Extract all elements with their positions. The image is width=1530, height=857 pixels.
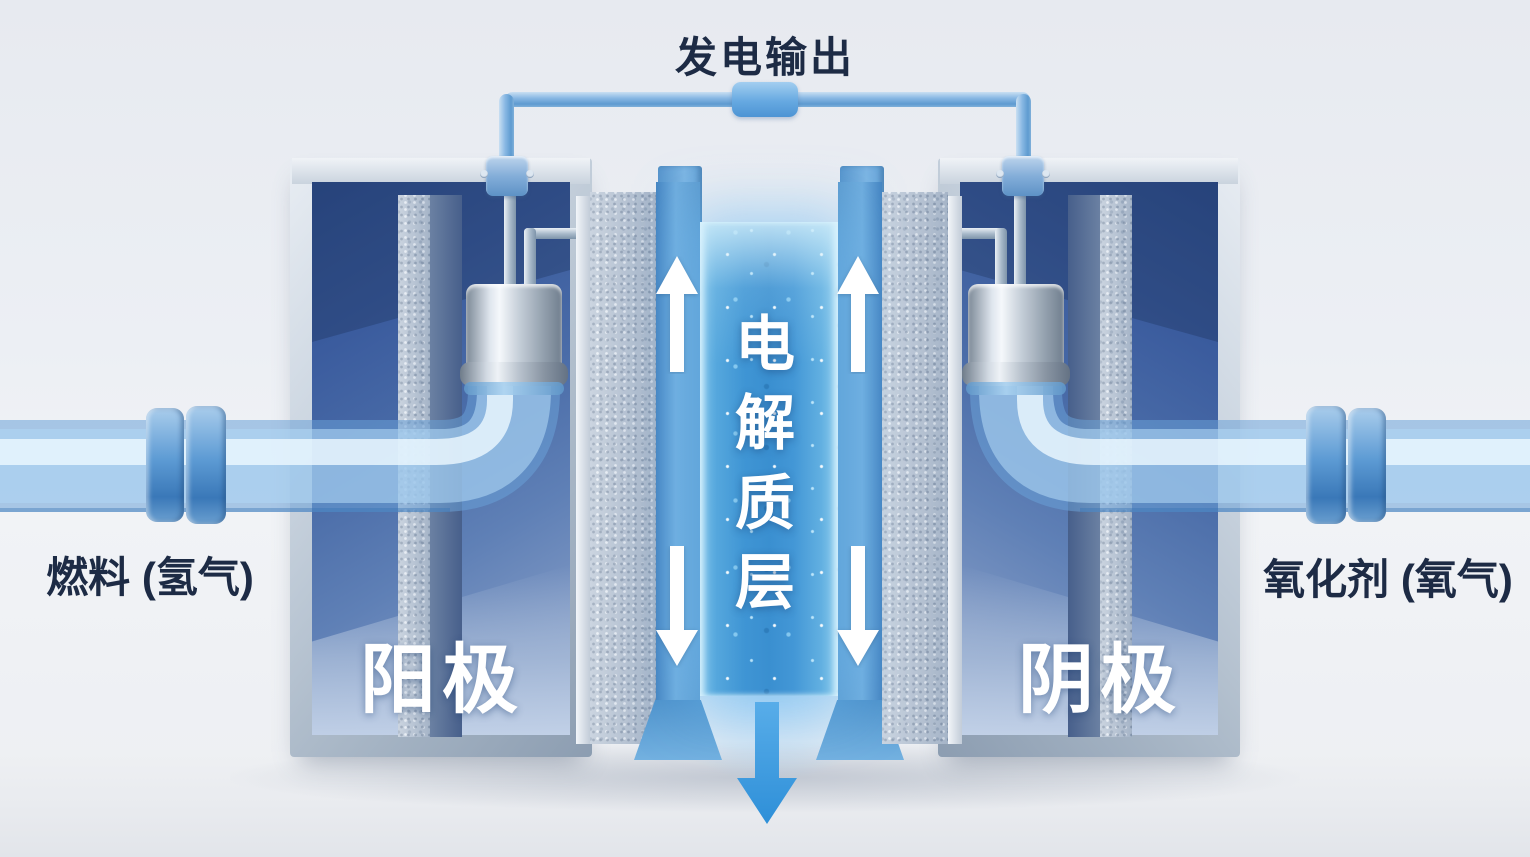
anode-branch-tube-horizontal	[524, 228, 590, 239]
anode-clamp-screw-left	[480, 170, 488, 178]
electrolyte-layer-label: 电 解 质 层	[722, 314, 808, 614]
electrolyte-char-4: 层	[735, 548, 795, 616]
electrolyte-char-2: 解	[735, 390, 795, 458]
anode-collector-tube	[504, 166, 516, 292]
electrolyte-char-3: 质	[735, 469, 795, 537]
anode-chamber-top-face	[292, 158, 590, 184]
fuel-hydrogen-label: 燃料 (氢气)	[46, 554, 254, 601]
cathode-gas-diffusion-layer	[882, 192, 948, 744]
oxidant-pipe-flange-ring-2	[1348, 408, 1386, 522]
anode-label: 阳极	[360, 638, 524, 723]
fuel-inlet-pipe	[0, 372, 560, 512]
electrolyte-char-1: 电	[735, 311, 795, 378]
ion-flow-up-arrow-left	[656, 256, 698, 372]
electrolyte-layer	[700, 222, 838, 696]
cathode-manifold-cylinder	[968, 284, 1064, 376]
anode-branch-tube-vertical	[524, 228, 536, 290]
anode-gas-diffusion-layer	[590, 192, 656, 744]
ion-flow-up-arrow-right	[837, 256, 879, 372]
cathode-collector-tube	[1014, 166, 1026, 292]
cathode-wire-clamp	[1002, 156, 1044, 196]
anode-clamp-screw-right	[526, 170, 534, 178]
water-output-arrow	[737, 702, 797, 824]
cathode-clamp-screw-left	[996, 170, 1004, 178]
fuel-pipe-flange-ring-1	[146, 408, 184, 522]
output-wire-connector	[732, 82, 798, 117]
anode-wire-clamp	[486, 156, 528, 196]
ion-flow-down-arrow-right	[837, 546, 879, 666]
power-output-label: 发电输出	[674, 34, 855, 81]
cathode-manifold-collar	[966, 382, 1066, 395]
cathode-branch-tube-vertical	[995, 228, 1007, 290]
oxidant-oxygen-label: 氧化剂 (氧气)	[1263, 556, 1513, 603]
fuel-pipe-flange-ring-2	[186, 406, 226, 524]
anode-manifold-collar	[464, 382, 564, 395]
cathode-chamber-top-face	[940, 158, 1238, 184]
oxidant-pipe-flange-ring-1	[1306, 406, 1346, 524]
stack-silver-edge-right	[948, 196, 962, 744]
oxidant-inlet-pipe	[970, 372, 1530, 512]
anode-manifold-cylinder	[466, 284, 562, 376]
cathode-branch-tube-horizontal	[940, 228, 1006, 239]
ion-flow-down-arrow-left	[656, 546, 698, 666]
stack-silver-edge-left	[576, 196, 590, 744]
cathode-clamp-screw-right	[1042, 170, 1050, 178]
cathode-label: 阴极	[1018, 638, 1182, 723]
